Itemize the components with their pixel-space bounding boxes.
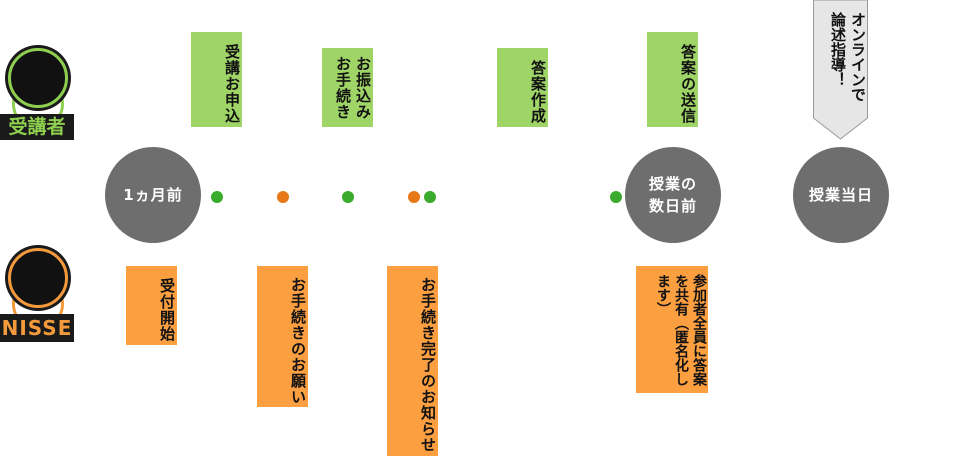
actor-nisse: NISSE — [0, 240, 80, 345]
nisse-step-request: お手続きのお願い — [257, 266, 308, 407]
student-avatar-head — [8, 48, 68, 108]
timeline-days-before-line2: 数日前 — [648, 197, 697, 215]
online-banner-text: オンラインで論述指導！ — [829, 12, 867, 102]
timeline-days-before-line1: 授業の — [648, 175, 697, 193]
student-step-payment: お振込みお手続き — [322, 48, 373, 127]
dot-student-send — [610, 191, 622, 203]
dot-student-payment — [342, 191, 354, 203]
student-step-send-answer: 答案の送信 — [647, 32, 698, 127]
dot-student-write — [424, 191, 436, 203]
student-step-apply: 受講お申込 — [191, 32, 242, 127]
nisse-label: NISSE — [0, 314, 74, 342]
timeline-class-day: 授業当日 — [793, 147, 889, 243]
dot-nisse-complete — [408, 191, 420, 203]
nisse-step-complete-notice: お手続き完了のお知らせ — [387, 266, 438, 456]
nisse-avatar-head — [8, 248, 68, 308]
actor-student: 受講者 — [0, 40, 80, 145]
online-banner-arrow — [813, 0, 868, 140]
timeline-days-before: 授業の 数日前 — [625, 147, 721, 243]
nisse-step-reception: 受付開始 — [126, 266, 177, 345]
dot-student-apply — [211, 191, 223, 203]
nisse-step-share-answers: 参加者全員に答案を共有（匿名化します） — [636, 266, 708, 393]
student-step-write-answer: 答案作成 — [497, 48, 548, 127]
student-label: 受講者 — [0, 114, 74, 140]
timeline-one-month-before: 1ヵ月前 — [105, 147, 201, 243]
dot-nisse-request — [277, 191, 289, 203]
